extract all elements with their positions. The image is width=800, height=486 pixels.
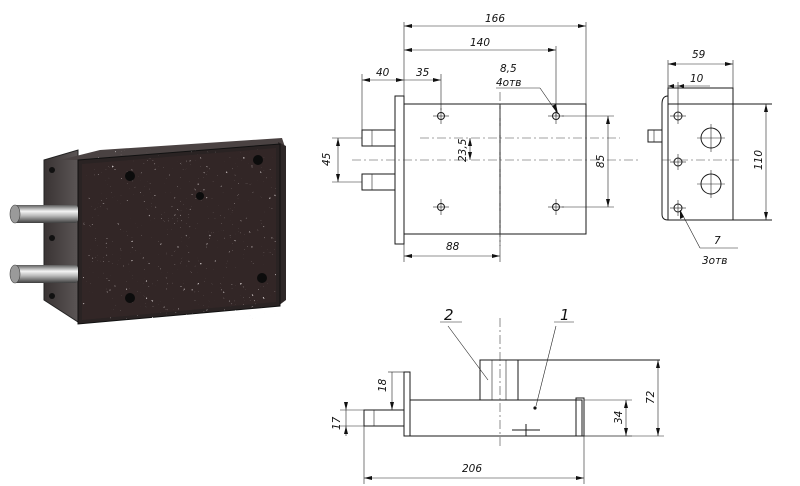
- dim-17-label: 17: [331, 416, 343, 430]
- top-view: 2 1 206 18 17 34: [331, 306, 664, 484]
- mount-hole: [125, 171, 135, 181]
- side-hole-size-label: 7: [714, 235, 721, 247]
- screw-hole: [49, 167, 55, 173]
- mount-hole-drawing: [433, 108, 564, 215]
- case-texture: [82, 148, 276, 320]
- lock-photo: [9, 138, 286, 325]
- screw-hole: [49, 235, 55, 241]
- callout-2: 2: [444, 306, 454, 324]
- dim-35-label: 35: [416, 67, 430, 79]
- bolt-lower: [9, 264, 78, 284]
- front-view: 166 140 40 35 8,5 4отв 45: [321, 13, 640, 262]
- dim-34-label: 34: [613, 411, 625, 424]
- mount-hole: [253, 155, 263, 165]
- screw-hole: [49, 293, 55, 299]
- dim-59-label: 59: [692, 49, 706, 61]
- dim-110-label: 110: [753, 150, 765, 170]
- dim-23-5-label: 23,5: [457, 138, 469, 162]
- bolt-upper: [9, 204, 78, 224]
- dim-88-label: 88: [446, 241, 460, 253]
- case-top-face: [60, 138, 286, 160]
- dim-85-label: 85: [595, 154, 607, 168]
- dim-10-label: 10: [690, 73, 704, 85]
- dim-45-label: 45: [321, 152, 333, 166]
- dim-140-label: 140: [470, 37, 490, 49]
- side-view: 59 10 110 7 3отв: [647, 49, 772, 267]
- dim-166-label: 166: [485, 13, 505, 25]
- mount-hole: [257, 273, 267, 283]
- mount-hole: [196, 192, 204, 200]
- hole-count-label: 4отв: [496, 77, 521, 89]
- side-hole-count-label: 3отв: [702, 255, 727, 267]
- dim-72-label: 72: [645, 390, 657, 404]
- mount-hole: [125, 293, 135, 303]
- dim-40-label: 40: [376, 67, 390, 79]
- dim-206-label: 206: [462, 463, 482, 475]
- dim-18-label: 18: [377, 378, 389, 392]
- hole-size-label: 8,5: [500, 63, 517, 75]
- callout-1: 1: [560, 306, 570, 324]
